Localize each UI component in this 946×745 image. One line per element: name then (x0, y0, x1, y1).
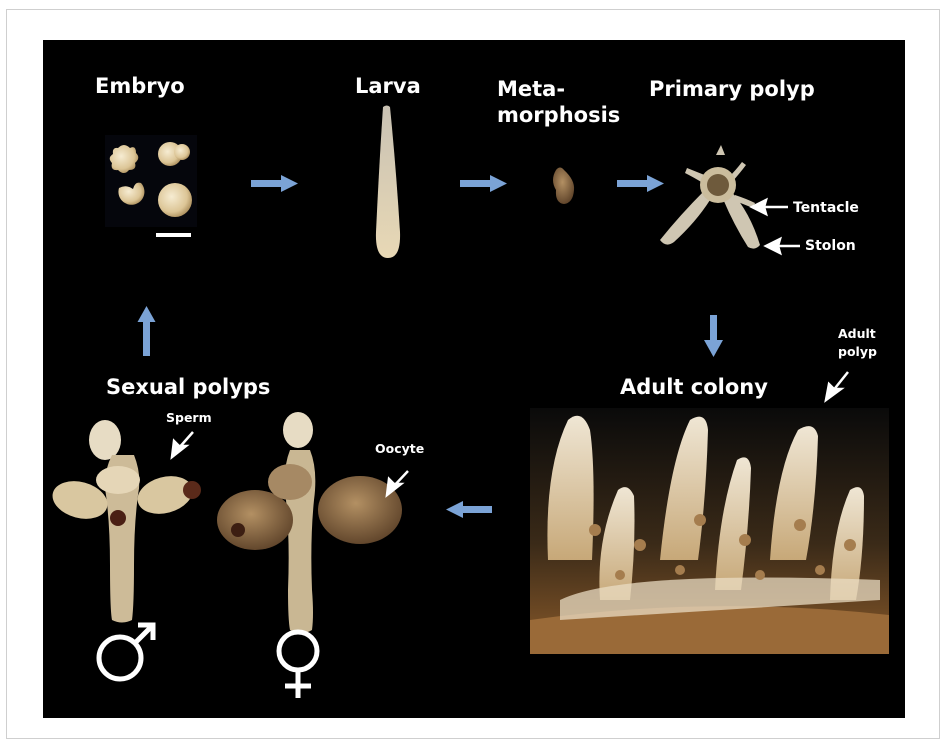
embryo-image (105, 135, 197, 237)
male-symbol-icon (99, 625, 153, 679)
stage-label-larva: Larva (355, 74, 421, 98)
oocyte-pointer (387, 471, 408, 495)
tentacle-pointer (752, 200, 788, 214)
annotation-sperm: Sperm (166, 409, 212, 426)
annotation-oocyte: Oocyte (375, 440, 424, 457)
primary-polyp-image (660, 145, 760, 249)
stage-label-metamorphosis-line1: Meta- (497, 77, 565, 101)
arrow-embryo-to-larva (251, 175, 298, 192)
female-symbol-icon (279, 632, 317, 698)
stolon-pointer (766, 239, 800, 253)
stage-label-adult-colony: Adult colony (620, 375, 768, 399)
annotation-stolon: Stolon (805, 238, 856, 255)
arrow-larva-to-metamorphosis (460, 175, 507, 192)
adult-colony-image (530, 408, 889, 654)
arrow-primary-polyp-to-adult-colony (704, 315, 723, 357)
scale-bar (156, 233, 191, 237)
stage-label-primary-polyp: Primary polyp (649, 77, 815, 101)
adult-polyp-pointer (826, 372, 848, 400)
stage-label-metamorphosis-line2: morphosis (497, 103, 620, 127)
arrow-adult-colony-to-sexual-polyps (446, 501, 492, 518)
stage-label-sexual-polyps: Sexual polyps (106, 375, 270, 399)
annotation-adult-polyp-line2: polyp (838, 343, 877, 360)
arrow-sexual-polyps-to-embryo (138, 306, 156, 356)
larva-image (376, 106, 400, 259)
metamorphosis-image (553, 168, 574, 205)
annotation-adult-polyp-line1: Adult (838, 325, 876, 342)
annotation-tentacle: Tentacle (793, 200, 859, 217)
stage-label-embryo: Embryo (95, 74, 185, 98)
sperm-pointer (172, 432, 193, 457)
arrow-metamorphosis-to-primary-polyp (617, 175, 664, 192)
